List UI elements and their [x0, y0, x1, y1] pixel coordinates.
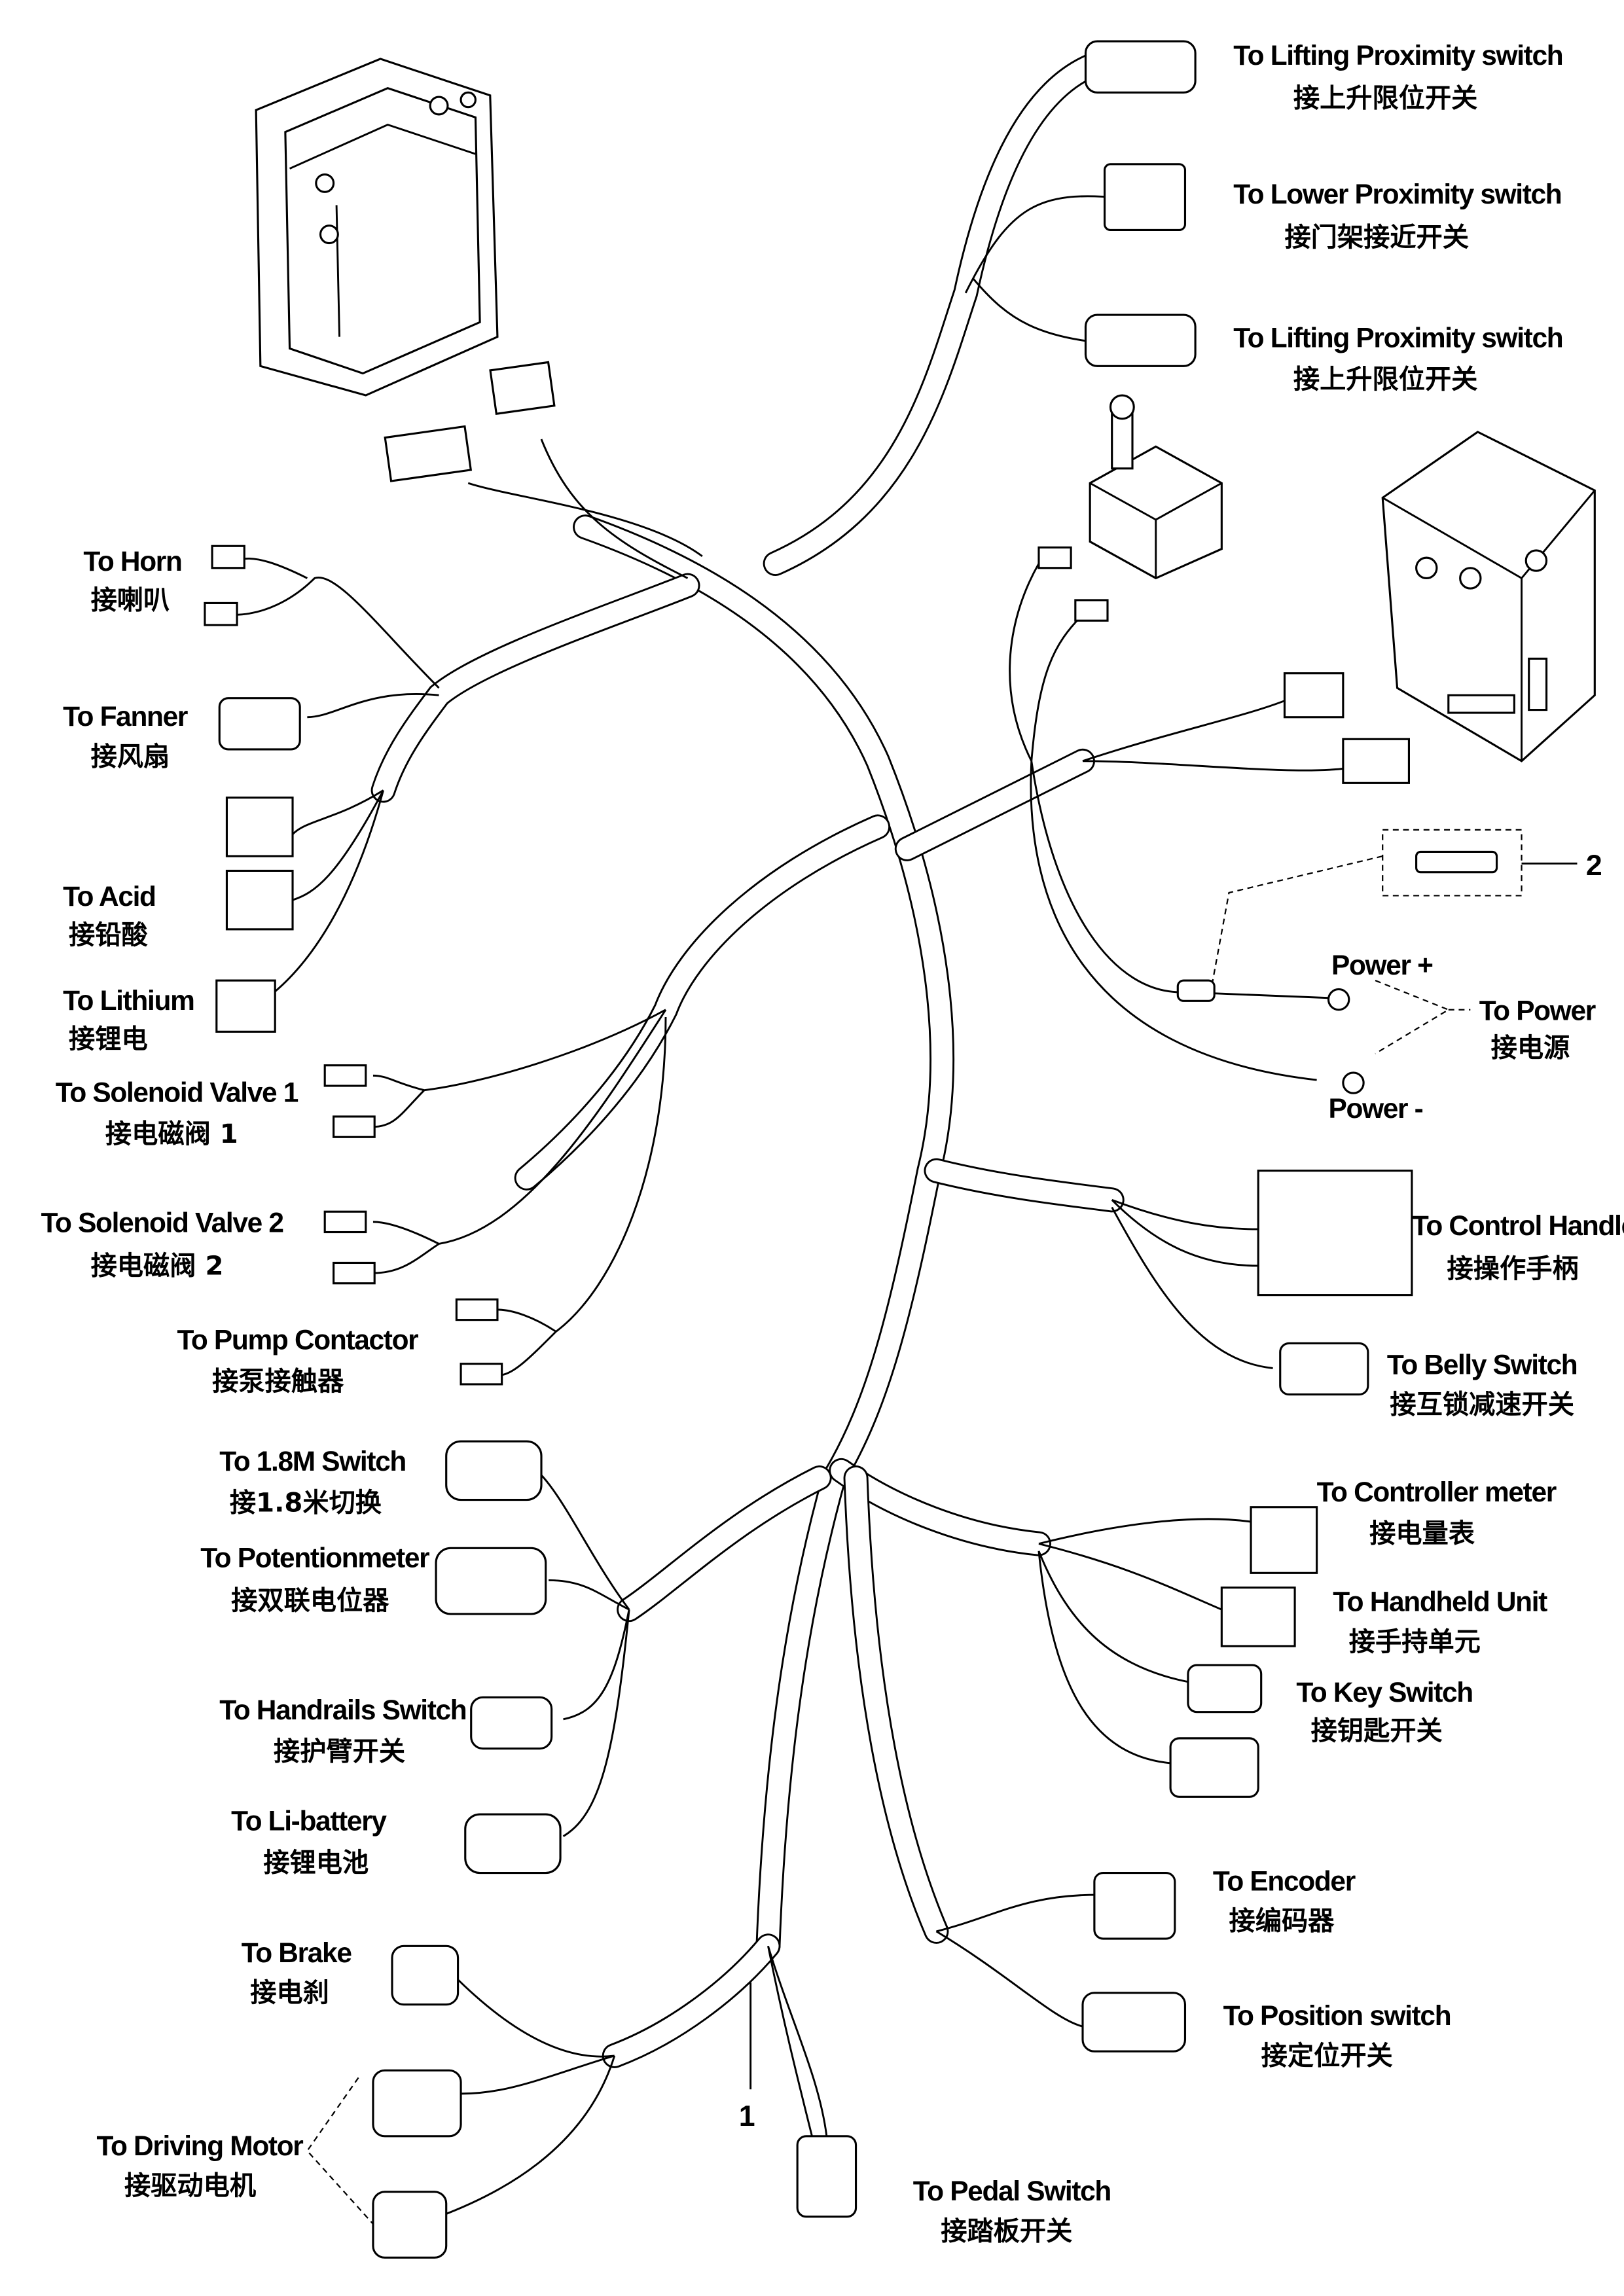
label-lower-cn: 接门架接近开关	[1284, 223, 1469, 253]
connectors	[204, 40, 1413, 2259]
label-lifting-2-cn: 接上升限位开关	[1293, 365, 1478, 395]
label-handrails: To Handrails Switch	[219, 1695, 466, 1725]
label-pot: To Potentionmeter	[200, 1542, 429, 1573]
label-1-8m: To 1.8M Switch	[219, 1446, 406, 1477]
label-meter: To Controller meter	[1317, 1477, 1557, 1507]
label-acid-cn: 接铅酸	[69, 920, 148, 950]
controller-connector-b	[489, 361, 556, 416]
label-control-handle-cn: 接操作手柄	[1447, 1254, 1579, 1284]
label-li-battery: To Li-battery	[231, 1806, 387, 1837]
label-fanner: To Fanner	[63, 701, 188, 732]
label-position: To Position switch	[1223, 2000, 1451, 2031]
label-lower: To Lower Proximity switch	[1233, 179, 1561, 209]
label-horn: To Horn	[83, 546, 181, 577]
label-lithium-cn: 接锂电	[69, 1024, 148, 1054]
label-power-minus: Power -	[1329, 1093, 1423, 1124]
label-driving-motor-cn: 接驱动电机	[124, 2171, 257, 2201]
label-pump-cn: 接泵接触器	[212, 1367, 344, 1397]
label-key-switch-cn: 接钥匙开关	[1311, 1716, 1443, 1746]
label-solenoid-1: To Solenoid Valve 1	[56, 1077, 298, 1108]
label-belly-cn: 接互锁减速开关	[1390, 1390, 1574, 1420]
label-encoder: To Encoder	[1213, 1865, 1356, 1896]
pump-contactor-device	[1089, 394, 1223, 580]
label-acid: To Acid	[63, 881, 156, 912]
label-power-plus: Power +	[1331, 950, 1433, 980]
fuse-callout	[1210, 829, 1578, 988]
label-meter-cn: 接电量表	[1369, 1518, 1475, 1549]
label-key-switch: To Key Switch	[1296, 1677, 1473, 1708]
controller-connector-a	[384, 425, 473, 482]
label-driving-motor: To Driving Motor	[97, 2130, 304, 2161]
label-brake-cn: 接电刹	[250, 1978, 329, 2008]
label-horn-cn: 接喇叭	[91, 585, 170, 615]
label-lifting-1-cn: 接上升限位开关	[1293, 84, 1478, 114]
label-pot-cn: 接双联电位器	[231, 1586, 389, 1616]
label-handheld-cn: 接手持单元	[1349, 1627, 1481, 1657]
labels: To Lifting Proximity switch 接上升限位开关 To L…	[41, 40, 1624, 2247]
label-belly: To Belly Switch	[1387, 1349, 1577, 1380]
callout-1: 1	[739, 2100, 755, 2132]
label-power: To Power	[1479, 995, 1596, 1026]
label-solenoid-2: To Solenoid Valve 2	[41, 1208, 283, 1238]
label-handheld: To Handheld Unit	[1333, 1586, 1547, 1617]
label-pedal: To Pedal Switch	[913, 2176, 1111, 2206]
label-position-cn: 接定位开关	[1261, 2041, 1393, 2071]
label-handrails-cn: 接护臂开关	[274, 1736, 405, 1767]
label-fanner-cn: 接风扇	[91, 742, 170, 772]
motor-controller-device	[1381, 431, 1596, 762]
label-lithium: To Lithium	[63, 985, 194, 1016]
label-power-cn: 接电源	[1491, 1033, 1570, 1063]
wires	[234, 195, 1471, 2225]
label-control-handle: To Control Handle	[1412, 1210, 1624, 1241]
label-li-battery-cn: 接锂电池	[263, 1848, 369, 1878]
controller-unit	[255, 58, 499, 397]
harness-trunk	[370, 54, 1125, 2068]
label-solenoid-1-cn: 接电磁阀 1	[105, 1119, 238, 1149]
label-encoder-cn: 接编码器	[1229, 1907, 1335, 1937]
label-pedal-cn: 接踏板开关	[941, 2217, 1072, 2247]
label-lifting-1: To Lifting Proximity switch	[1233, 40, 1562, 71]
label-1-8m-cn: 接1.8米切换	[230, 1488, 382, 1518]
callout-2: 2	[1586, 850, 1602, 882]
label-pump: To Pump Contactor	[177, 1324, 418, 1355]
label-lifting-2: To Lifting Proximity switch	[1233, 322, 1562, 353]
label-solenoid-2-cn: 接电磁阀 2	[91, 1251, 224, 1281]
label-brake: To Brake	[242, 1937, 352, 1968]
